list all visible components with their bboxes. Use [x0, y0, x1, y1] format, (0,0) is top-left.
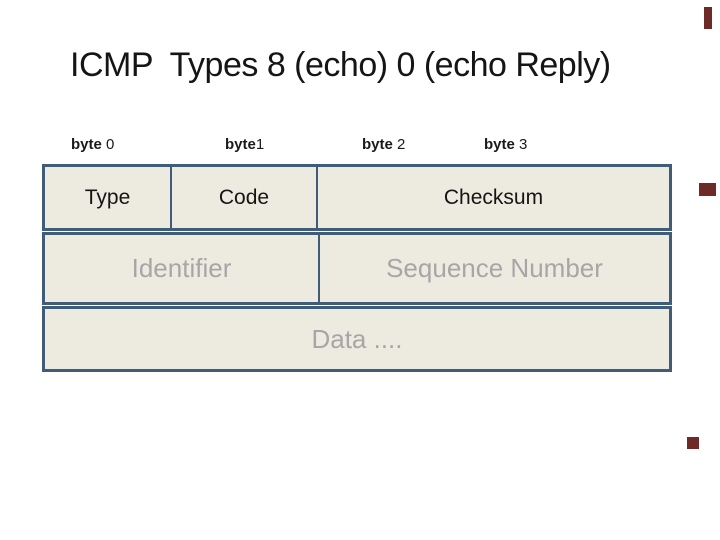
cell-checksum: Checksum	[443, 185, 544, 209]
byte-label-1: byte1	[225, 136, 264, 153]
cell-identifier: Identifier	[45, 235, 320, 302]
slide-title: ICMP Types 8 (echo) 0 (echo Reply)	[70, 46, 611, 84]
byte-label-0: byte 0	[71, 136, 114, 153]
packet-row-identifier-sequence: Identifier Sequence Number	[42, 232, 672, 305]
cell-code: Code	[172, 167, 318, 228]
byte-label-num: 0	[101, 136, 115, 153]
accent-mark-right	[699, 183, 716, 196]
byte-label-3: byte 3	[484, 136, 527, 153]
cell-sequence-number: Sequence Number	[386, 253, 603, 283]
accent-mark-top-right	[704, 7, 712, 29]
accent-mark-bottom	[687, 437, 699, 449]
byte-label-num: 3	[514, 136, 528, 153]
byte-label-word: byte	[362, 136, 393, 153]
cell-data: Data ....	[311, 323, 403, 354]
byte-label-num: 2	[392, 136, 406, 153]
byte-label-2: byte 2	[362, 136, 405, 153]
byte-label-word: byte	[225, 136, 256, 153]
packet-row-header-fields: Type Code Checksum	[42, 164, 672, 231]
byte-label-word: byte	[484, 136, 515, 153]
byte-label-num: 1	[255, 136, 265, 153]
cell-type: Type	[45, 167, 172, 228]
packet-row-data: Data ....	[42, 306, 672, 372]
byte-label-word: byte	[71, 136, 102, 153]
